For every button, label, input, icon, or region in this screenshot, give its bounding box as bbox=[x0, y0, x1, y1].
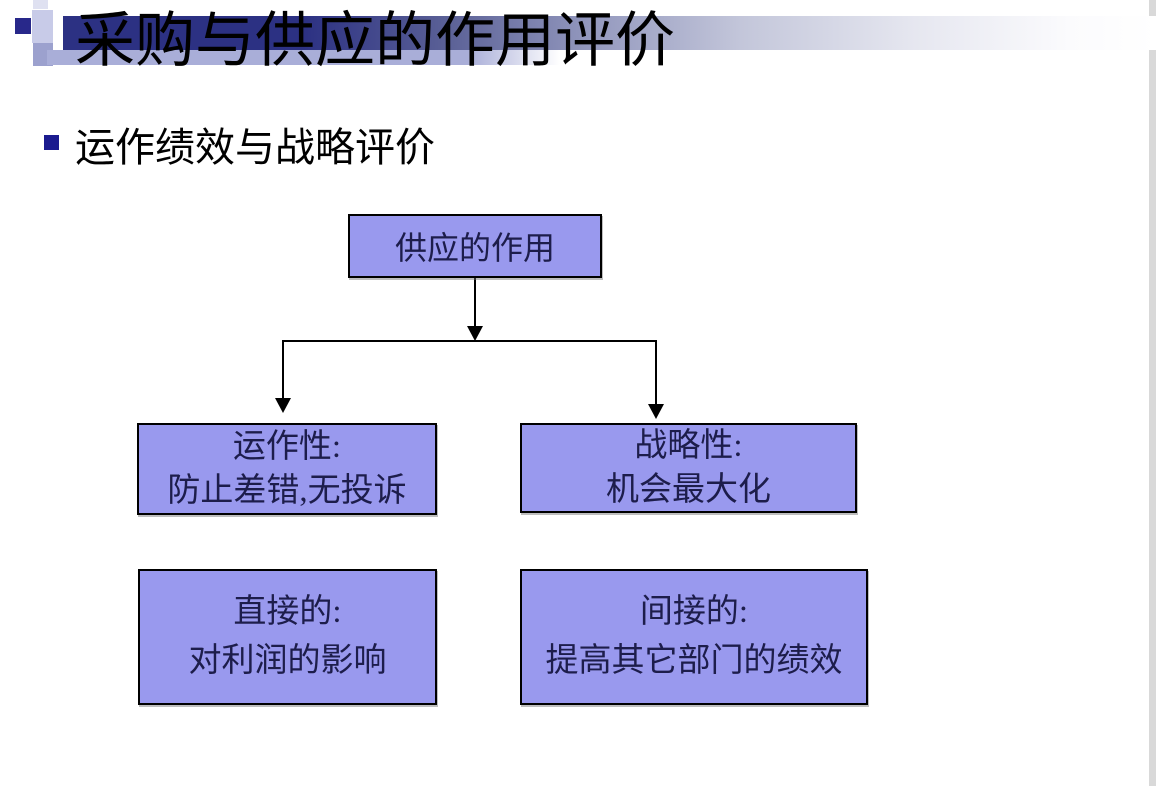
flow-node-strategic: 战略性: 机会最大化 bbox=[520, 423, 857, 513]
flow-node-direct: 直接的: 对利润的影响 bbox=[138, 569, 437, 705]
arrowhead-down-right-icon bbox=[648, 404, 664, 419]
flow-node-supply-role: 供应的作用 bbox=[348, 214, 602, 278]
deco-square-navy bbox=[15, 18, 31, 34]
deco-square-pale-big bbox=[32, 10, 53, 43]
slide-title: 采购与供应的作用评价 bbox=[75, 8, 675, 74]
title-gradient-bar bbox=[63, 16, 1156, 50]
flow-node-operational: 运作性: 防止差错,无投诉 bbox=[137, 423, 437, 515]
bullet-square-icon bbox=[44, 135, 59, 150]
flow-node-label: 供应的作用 bbox=[394, 230, 555, 266]
title-lavender-strip bbox=[47, 50, 560, 65]
flow-node-line2: 机会最大化 bbox=[606, 472, 771, 508]
arrowhead-down-left-icon bbox=[275, 398, 291, 413]
flow-node-line2: 对利润的影响 bbox=[188, 643, 387, 679]
flow-node-line1: 战略性: bbox=[634, 428, 743, 464]
flow-node-line2: 防止差错,无投诉 bbox=[167, 473, 407, 509]
flow-node-line1: 间接的: bbox=[639, 594, 749, 630]
flow-node-line2: 提高其它部门的绩效 bbox=[545, 643, 843, 679]
flow-node-line1: 运作性: bbox=[232, 429, 342, 465]
flow-node-line1: 直接的: bbox=[233, 594, 342, 630]
bullet-text: 运作绩效与战略评价 bbox=[75, 125, 435, 170]
deco-square-pale-top bbox=[33, 0, 48, 9]
flow-node-indirect: 间接的: 提高其它部门的绩效 bbox=[520, 569, 868, 705]
right-edge-strip bbox=[1149, 0, 1156, 786]
arrowhead-down-center-icon bbox=[467, 326, 483, 341]
